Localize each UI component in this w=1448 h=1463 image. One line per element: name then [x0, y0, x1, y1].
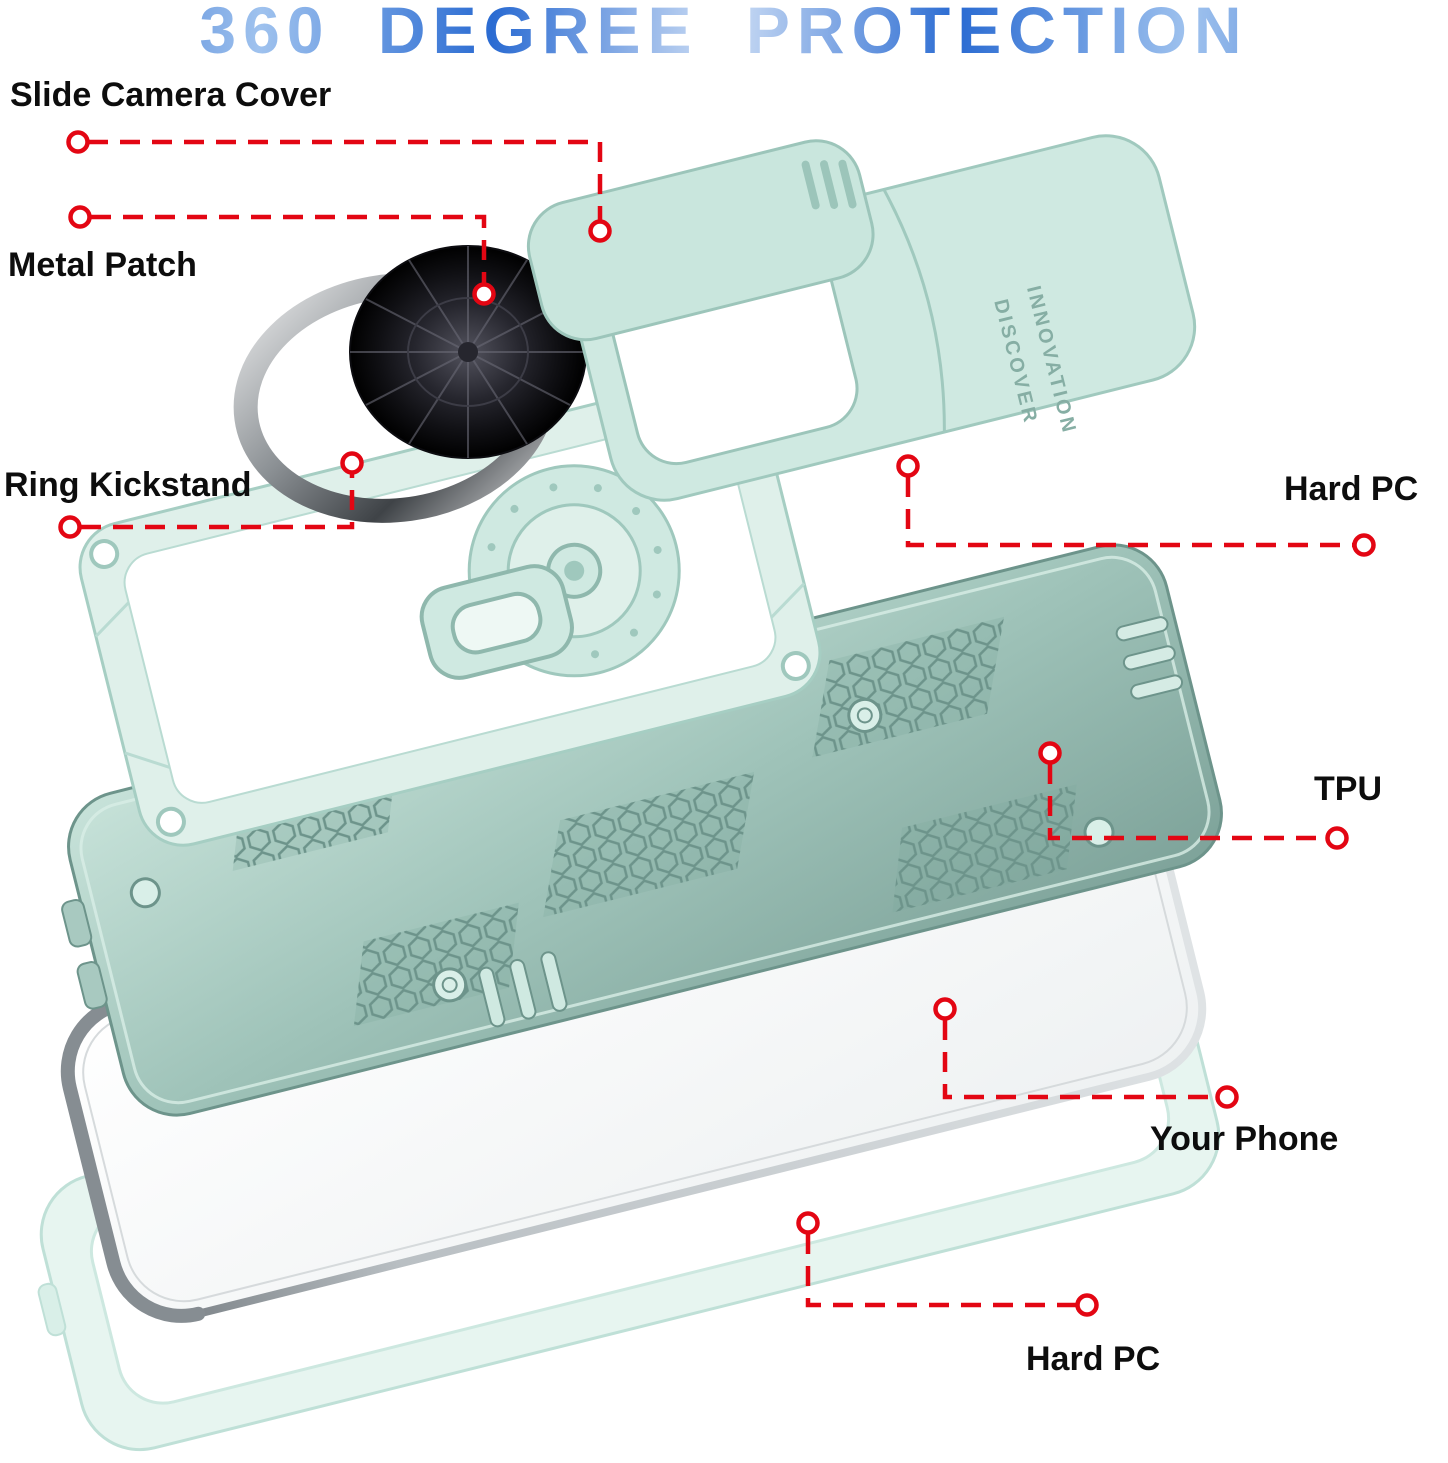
- label-slide-camera-cover: Slide Camera Cover: [10, 76, 332, 114]
- tpu-corner-ridges: [478, 616, 1184, 1028]
- metal-patch-line: [91, 214, 487, 283]
- camera-ring-mount: [419, 464, 681, 680]
- camera-plate-divider: [882, 188, 946, 433]
- page-title: 360 DEGREE PROTECTION: [0, 0, 1448, 68]
- callout-lines: [81, 139, 1353, 1308]
- camera-mount-pin: [564, 560, 585, 581]
- metal-patch-inner-ring: [407, 297, 529, 407]
- tpu-body-layer: [61, 543, 1223, 1117]
- slide-cover: [526, 139, 875, 342]
- bottom-frame-button-cutout: [37, 1282, 67, 1337]
- ring-kickstand-line: [81, 474, 355, 530]
- callout-endpoints: [58, 130, 1376, 1317]
- label-your-phone: Your Phone: [1150, 1120, 1339, 1158]
- tpu-side-buttons: [61, 898, 108, 1010]
- hard-pc-top-line: [905, 477, 1353, 548]
- phone-metal-edge: [60, 996, 206, 1323]
- ring-holder-bracket: [419, 564, 574, 680]
- slide-camera-cover-layer: DISCOVER INNOVATION: [526, 134, 1197, 502]
- label-hard-pc-bottom: Hard PC: [1026, 1340, 1161, 1378]
- tpu-line: [1047, 764, 1326, 841]
- label-tpu: TPU: [1314, 770, 1382, 808]
- ring-kickstand-layer: [233, 245, 587, 523]
- front-frame-bevels: [94, 451, 806, 769]
- slide-camera-cover-line: [88, 139, 603, 220]
- metal-patch-center: [458, 342, 478, 362]
- your-phone-line: [942, 1020, 1216, 1100]
- label-metal-patch: Metal Patch: [8, 246, 197, 284]
- label-ring-kickstand: Ring Kickstand: [4, 466, 252, 504]
- label-hard-pc-top: Hard PC: [1284, 470, 1419, 508]
- hard-pc-bottom-line: [805, 1234, 1076, 1308]
